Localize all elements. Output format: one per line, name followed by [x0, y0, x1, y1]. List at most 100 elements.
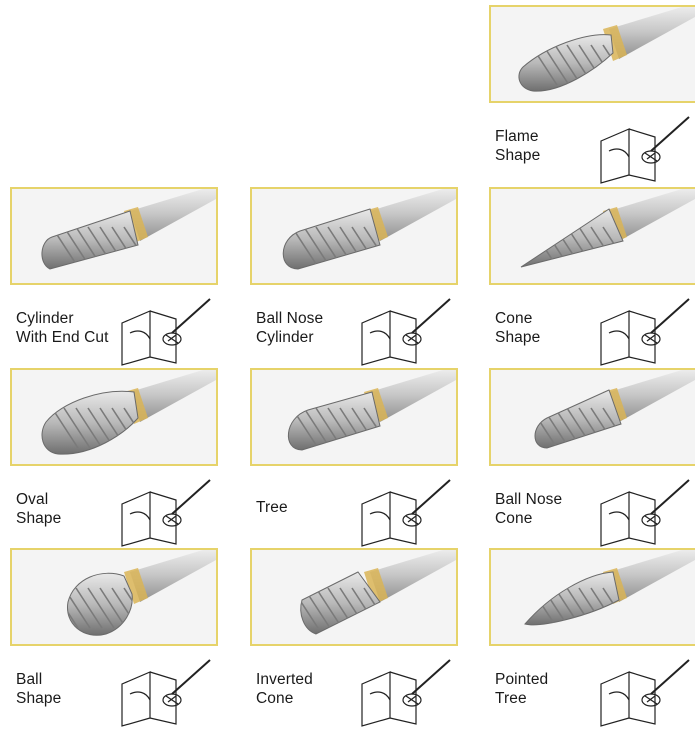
burr-shape-label-line: With End Cut	[16, 329, 109, 346]
burr-photo	[41, 370, 216, 455]
burr-photo	[67, 550, 216, 636]
usage-sketch	[600, 659, 690, 727]
burr-shape-label-line: Ball Nose	[256, 310, 324, 327]
usage-sketch	[361, 659, 451, 727]
flute-line	[67, 587, 79, 629]
burr-shape-label-line: Ball Nose	[495, 491, 563, 508]
burr-photo-frame	[10, 548, 218, 646]
burr-photo	[534, 370, 695, 449]
burr-photo-frame	[10, 187, 218, 285]
burr-shape-label-line: Cylinder	[256, 329, 314, 346]
burr-shape-label-line: Shape	[495, 147, 541, 164]
shank	[609, 370, 695, 422]
flute-line	[111, 587, 133, 629]
burr-shape-label-line: Tree	[495, 690, 527, 707]
usage-sketch-wrap	[110, 654, 220, 728]
shank	[130, 189, 216, 241]
usage-sketch-wrap	[589, 654, 695, 728]
flute-line	[315, 587, 343, 629]
burr-shape-label-line: Inverted	[256, 671, 313, 688]
burr-head	[524, 571, 620, 626]
burr-photo	[520, 189, 695, 268]
burr-shape-label-line: Oval	[16, 491, 49, 508]
usage-sketch-wrap	[110, 293, 220, 367]
flute-line	[300, 587, 319, 629]
burr-shape-label-line: Ball	[16, 671, 43, 688]
burr-shape-label-line: Pointed	[495, 671, 549, 688]
usage-sketch-wrap	[589, 111, 695, 185]
usage-sketch	[121, 479, 211, 547]
usage-sketch-wrap	[350, 293, 460, 367]
collar	[364, 568, 388, 604]
burr-photo-frame	[250, 368, 458, 466]
burr-photo-frame	[489, 368, 695, 466]
flute-line	[63, 407, 91, 449]
collar	[124, 568, 148, 604]
burr-photo	[41, 189, 216, 270]
usage-sketch-wrap	[589, 474, 695, 548]
burr-head	[534, 389, 622, 449]
burr-photo-frame	[250, 187, 458, 285]
burr-shape-label-line: Cylinder	[16, 310, 74, 327]
shank	[609, 7, 695, 59]
burr-shape-label-line: Cone	[495, 310, 533, 327]
burr-head	[41, 390, 139, 455]
burr-shape-label-line: Shape	[16, 690, 62, 707]
shank	[609, 189, 695, 241]
burr-photo-frame	[10, 368, 218, 466]
burr-shape-label: Tree	[256, 498, 356, 517]
flute-line	[123, 587, 133, 629]
burr-shape-label-line: Flame	[495, 128, 539, 145]
burr-photo-frame	[489, 187, 695, 285]
flute-line	[602, 44, 614, 86]
burr-head	[287, 391, 381, 451]
burr-shape-label-line: Shape	[495, 329, 541, 346]
flute-line	[75, 587, 103, 629]
flute-line	[87, 587, 115, 629]
shank	[370, 189, 456, 241]
burr-head	[520, 208, 624, 268]
burr-photo-frame	[250, 548, 458, 646]
shank	[370, 550, 456, 602]
flute-line	[99, 587, 127, 629]
burr-shape-label-line: Cone	[495, 510, 533, 527]
burr-shape-label-line: Cone	[256, 690, 294, 707]
flute-line	[303, 407, 331, 449]
flute-line	[303, 226, 331, 268]
burr-photo-frame	[489, 548, 695, 646]
flute-line	[291, 226, 319, 268]
usage-sketch	[121, 298, 211, 366]
burr-photo	[282, 189, 456, 270]
shank	[609, 550, 695, 602]
burr-photo	[300, 550, 456, 635]
burr-head	[41, 210, 139, 270]
usage-sketch-wrap	[350, 654, 460, 728]
usage-sketch	[600, 298, 690, 366]
usage-sketch	[600, 116, 690, 184]
usage-sketch	[361, 479, 451, 547]
burr-photo-frame	[489, 5, 695, 103]
burr-photo	[524, 550, 695, 626]
flute-line	[554, 44, 582, 86]
burr-shape-label-line: Tree	[256, 499, 288, 516]
shank	[130, 550, 216, 602]
burr-shape-label-line: Shape	[16, 510, 62, 527]
usage-sketch-wrap	[589, 293, 695, 367]
burr-head	[300, 571, 381, 635]
